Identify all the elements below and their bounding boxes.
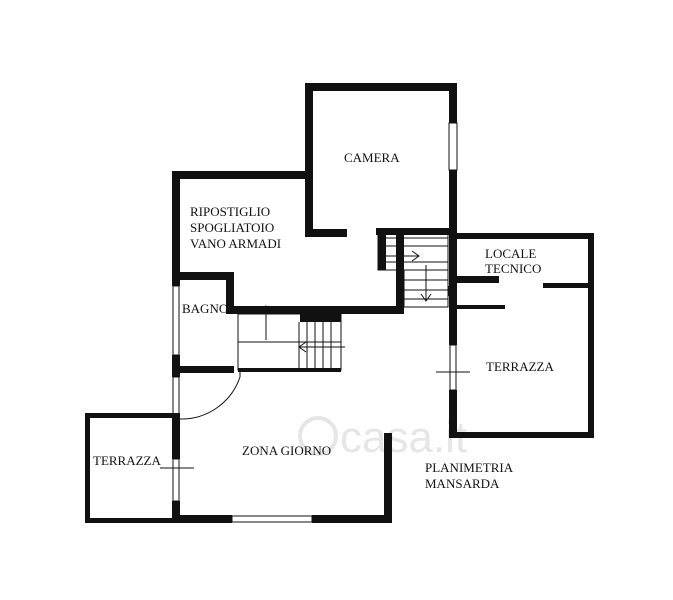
watermark: casa.it	[298, 413, 467, 462]
room-terrazza-left-label: TERRAZZA	[93, 453, 161, 468]
camera-walls	[305, 83, 458, 240]
terrazza-left-walls	[85, 413, 180, 523]
ripostiglio-walls	[172, 171, 404, 437]
stairs	[237, 229, 449, 372]
watermark-text: casa.it	[340, 413, 467, 462]
plan-caption-line2: MANSARDA	[425, 476, 500, 491]
room-locale-label-2: TECNICO	[485, 261, 541, 276]
room-locale-label-1: LOCALE	[485, 246, 536, 261]
plan-caption-line1: PLANIMETRIA	[425, 460, 514, 475]
room-ripostiglio-label-2: SPOGLIATOIO	[190, 220, 274, 235]
room-ripostiglio-label-1: RIPOSTIGLIO	[190, 204, 270, 219]
room-camera-label: CAMERA	[344, 150, 400, 165]
room-ripostiglio-label-3: VANO ARMADI	[190, 236, 281, 251]
room-terrazza-right-label: TERRAZZA	[486, 359, 554, 374]
room-bagno-label: BAGNO	[182, 301, 228, 316]
room-zona-giorno-label: ZONA GIORNO	[242, 443, 331, 458]
zona-giorno-walls	[160, 230, 457, 523]
